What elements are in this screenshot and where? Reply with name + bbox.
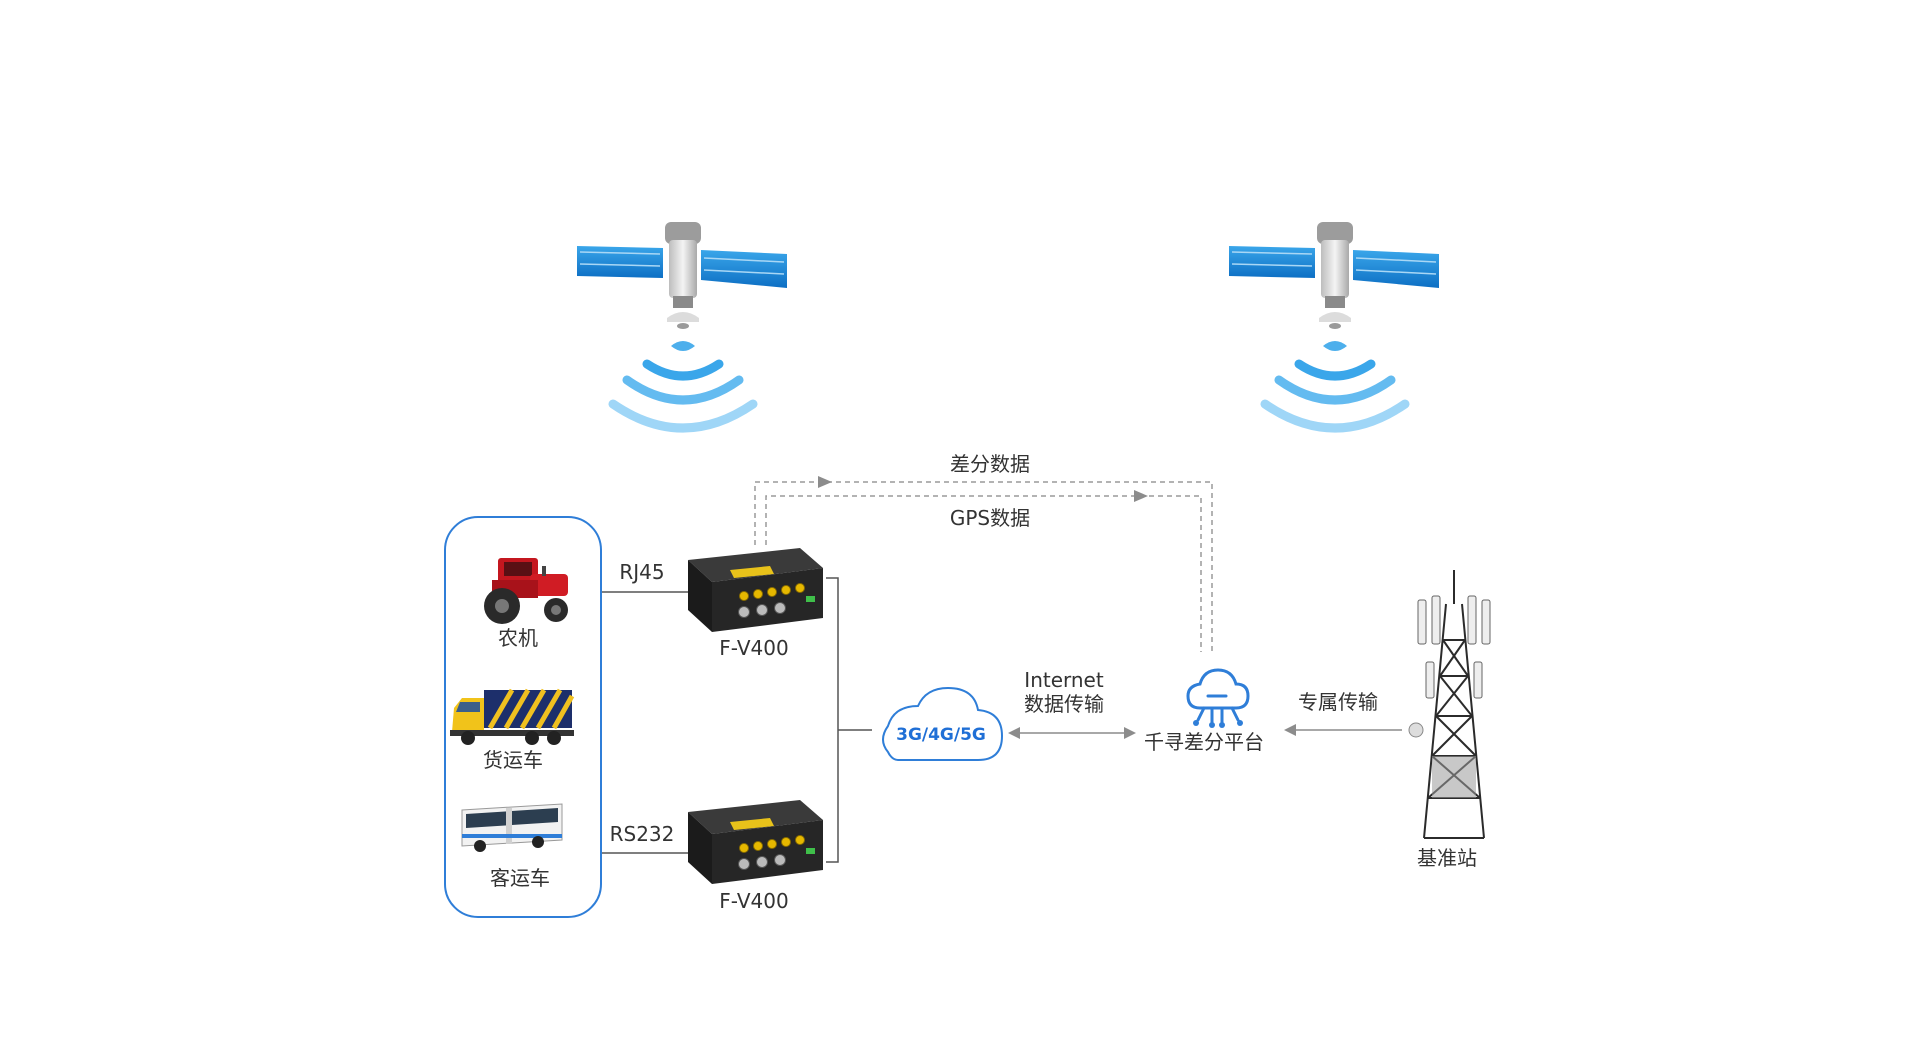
truck-icon [450, 688, 575, 745]
cloud-label: 3G/4G/5G [896, 725, 986, 745]
tractor-icon [484, 558, 568, 624]
platform-label: 千寻差分平台 [1144, 730, 1264, 754]
tractor-label: 农机 [498, 626, 538, 650]
platform-node-dots [1193, 720, 1243, 728]
differential-data-loop [754, 481, 1213, 652]
device-links [602, 577, 872, 863]
satellite-icon [1229, 222, 1439, 433]
gps-data-label: GPS数据 [949, 506, 1031, 530]
device-label: F-V400 [719, 636, 789, 660]
rj45-label: RJ45 [619, 560, 665, 584]
router-device-icon [688, 800, 823, 884]
truck-label: 货运车 [483, 748, 543, 772]
internet-label: Internet [1024, 668, 1104, 692]
base-station-tower-icon [1408, 570, 1491, 839]
differential-data-label: 差分数据 [950, 452, 1030, 476]
vehicle-group [444, 516, 602, 918]
bus-icon [461, 803, 563, 852]
dedicated-arrow [1284, 724, 1296, 736]
satellite-icon [577, 222, 787, 433]
device-label: F-V400 [719, 889, 789, 913]
cloud-platform-icon [1186, 668, 1250, 724]
differential-arrow [818, 476, 832, 488]
bus-label: 客运车 [490, 866, 550, 890]
router-device-icon [688, 548, 823, 632]
data-transmission-label: 数据传输 [1024, 692, 1104, 716]
gps-arrow [1134, 490, 1148, 502]
internet-arrow-right [1124, 727, 1136, 739]
rs232-label: RS232 [609, 822, 675, 846]
base-station-label: 基准站 [1417, 846, 1477, 870]
internet-arrow-left [1008, 727, 1020, 739]
dedicated-transmission-label: 专属传输 [1298, 690, 1378, 714]
cloud-network-icon [882, 686, 1004, 761]
